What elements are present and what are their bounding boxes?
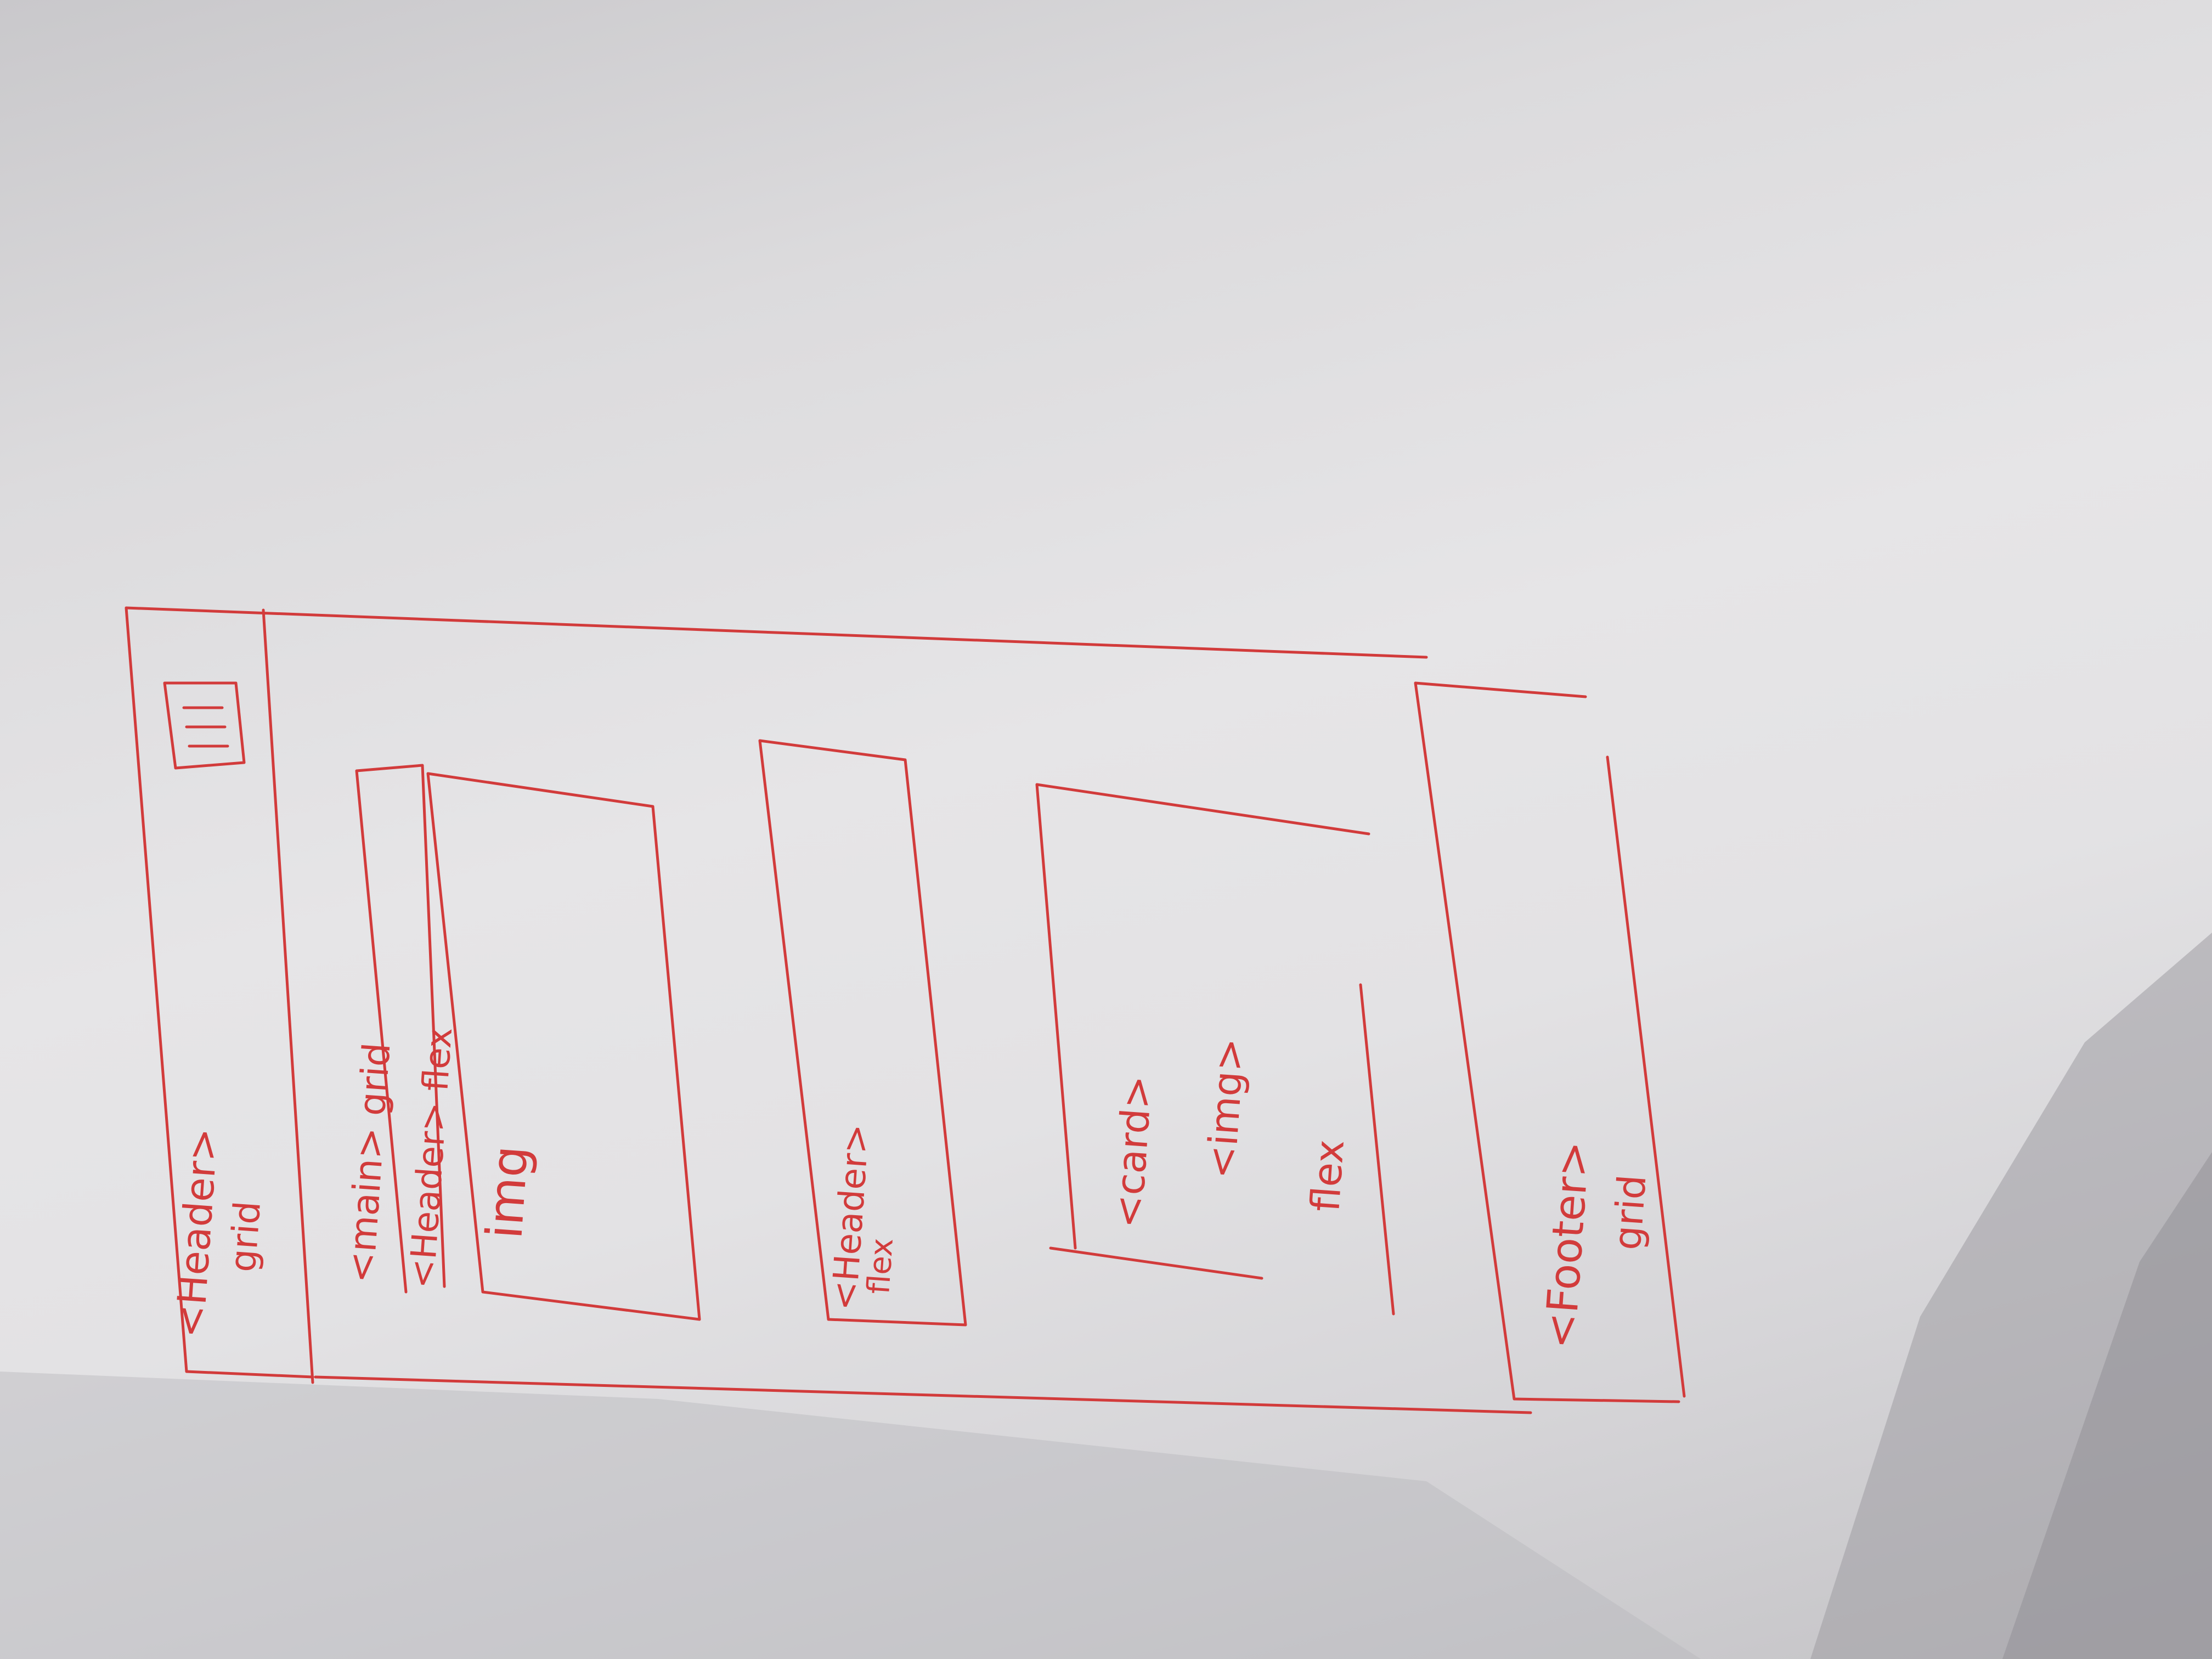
section2: <Header> flex xyxy=(758,739,967,1327)
hamburger-menu-icon xyxy=(163,681,246,770)
card-box: <card> <img> flex xyxy=(1035,783,1395,1316)
header-box: <Header> grid xyxy=(125,606,1428,1384)
footer-box: <Footer> grid xyxy=(1414,681,1686,1403)
card-img-label: <img> xyxy=(1198,1036,1254,1180)
header-label: <Header> xyxy=(166,1126,227,1339)
footer-layout-label: grid xyxy=(1605,1173,1655,1251)
image-placeholder: img xyxy=(426,772,701,1321)
section1-image-label: img xyxy=(476,1144,540,1241)
main-label: <main> grid xyxy=(339,1041,399,1284)
section1-header-label: <Header> flex xyxy=(402,1026,460,1290)
header-layout-label: grid xyxy=(222,1200,269,1273)
footer-label: <Footer> xyxy=(1536,1139,1599,1350)
card-layout-label: flex xyxy=(1302,1138,1353,1214)
section2-layout-label: flex xyxy=(861,1237,900,1295)
section1: <Header> flex img xyxy=(355,764,701,1321)
card-label: <card> xyxy=(1104,1074,1161,1230)
